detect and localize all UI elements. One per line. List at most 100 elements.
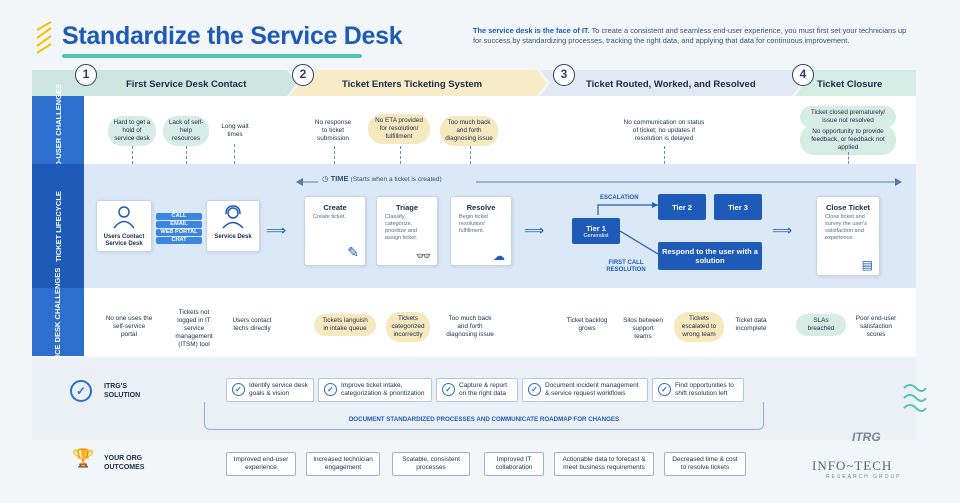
create-title: Create [323,203,347,212]
flow-arrow-icon: ⟹ [772,222,793,238]
channel-email: EMAIL [156,221,202,228]
clock-icon: ◷ [322,174,329,183]
end-user-challenge: No opportunity to provide feedback, or f… [800,125,896,155]
solution-label: ITRG'S SOLUTION [104,383,141,399]
check-icon: ✓ [528,383,541,396]
service-desk-challenge: SLAs breached [796,314,846,336]
escalation-label: ESCALATION [600,195,639,201]
tier-3-box: Tier 3 [714,194,762,220]
end-user-challenge: Long wait times [221,123,249,138]
service-desk-challenge: No one uses the self-service portal [105,315,153,338]
lane-service-desk: SERVICE DESK CHALLENGES [32,267,84,377]
service-desk-lane-bg [84,288,916,356]
outcome-item: Actionable data to forecast & meet busin… [554,452,654,476]
outcome-item: Increased technician engagement [306,452,380,476]
stage-1-title: First Service Desk Contact [126,79,247,90]
solution-item: ✓Document incident management & service … [522,378,648,402]
tier-connector [619,206,660,256]
outcome-item: Improved end-user experience [226,452,296,476]
stage-2-number: 2 [292,64,314,86]
end-user-challenge: No ETA provided for resolution/ fulfillm… [368,114,430,144]
document-pencil-icon: ✎ [347,244,359,260]
user-icon [112,205,136,234]
end-user-challenge: No communication on status of ticket; no… [623,119,705,142]
close-ticket-title: Close Ticket [825,203,871,212]
flow-arrow-icon: ⟹ [524,222,545,238]
service-desk-challenge: Too much back and forth diagnosing issue [446,315,494,338]
outcomes-label: YOUR ORG OUTCOMES [104,455,145,471]
page-title: Standardize the Service Desk [62,22,403,50]
cloud-check-icon: ☁ [493,249,505,263]
connector-line [664,146,665,164]
infotech-logo: INFO~TECH [812,458,893,473]
survey-form-icon: ▤ [861,258,873,272]
connector-line [186,146,187,164]
service-desk-challenge: Tickets not logged in IT service managem… [175,309,213,348]
service-desk-challenge: Ticket data incomplete [735,317,767,332]
close-ticket-card: Close Ticket Close ticket and survey the… [816,196,880,276]
triage-body: Classify, categorize, prioritize and ass… [385,214,418,241]
solution-banner: DOCUMENT STANDARDIZED PROCESSES AND COMM… [348,416,620,423]
solution-item: ✓Identify service desk goals & vision [226,378,314,402]
stage-1-number: 1 [75,64,97,86]
stage-3-number: 3 [553,64,575,86]
pencil-doodle-icon [34,20,54,61]
service-desk-card: Service Desk [206,200,260,252]
stage-header-band [32,70,916,96]
resolve-card: Resolve Begin ticket resolution/ fulfill… [450,196,512,266]
service-desk-challenge: Silos between support teams [623,317,663,340]
lane-ticket-lifecycle: TICKET LIFECYCLE [32,164,84,288]
solution-bracket [204,402,764,430]
intro-text: The service desk is the face of IT. To c… [473,26,907,45]
resolve-title: Resolve [466,203,496,212]
end-user-challenge: Too much back and forth diagnosing issue [440,116,498,146]
flow-arrow-icon: ⟹ [266,222,287,238]
check-icon: ✓ [658,383,671,396]
respond-box: Respond to the user with a solution [658,242,762,270]
resolve-body: Begin ticket resolution/ fulfillment. [459,214,488,234]
service-desk-challenge: Users contact techs directly [232,317,272,332]
connector-line [848,152,849,164]
lane-end-user: END-USER CHALLENGES [32,84,84,176]
glasses-icon: 👓 [416,249,431,263]
outcome-item: Decreased time & cost to resolve tickets [664,452,746,476]
first-call-resolution-label: FIRST CALL RESOLUTION [606,260,646,273]
create-body: Create ticket. [313,214,346,220]
connector-line [234,144,235,164]
time-arrow [296,174,902,186]
channel-call: CALL [156,213,202,220]
itrg-logo: ITRG [852,430,881,444]
end-user-challenge: No response to ticket submission [314,119,352,142]
infotech-subtitle: RESEARCH GROUP [826,474,902,480]
escalation-arrows [596,200,660,216]
checkmark-circle-icon: ✓ [70,380,92,402]
stage-2-title: Ticket Enters Ticketing System [342,79,483,90]
triage-title: Triage [395,203,419,212]
tier-2-box: Tier 2 [658,194,706,220]
trophy-icon: 🏆 [72,448,95,468]
solution-item: ✓Find opportunities to shift resolution … [652,378,744,402]
stage-3-title: Ticket Routed, Worked, and Resolved [586,79,756,90]
title-underline [62,54,362,58]
service-desk-challenge: Tickets escalated to wrong team [674,312,724,342]
check-icon: ✓ [324,383,337,396]
stage-4-title: Ticket Closure [817,79,883,90]
create-card: Create Create ticket. ✎ [304,196,366,266]
close-ticket-body: Close ticket and survey the user's satis… [825,214,868,241]
service-desk-challenge: Tickets categorized incorrectly [386,312,430,342]
solution-item: ✓Capture & report on the right data [436,378,518,402]
service-desk-label: Service Desk [214,234,252,240]
end-user-challenge: Lack of self-help resources [163,116,209,146]
connector-line [400,146,401,164]
wave-doodle-icon [902,378,928,423]
headset-agent-icon [221,205,245,234]
stage-4-number: 4 [792,64,814,86]
triage-card: Triage Classify, categorize, prioritize … [376,196,438,266]
users-contact-label: Users Contact Service Desk [103,234,145,247]
service-desk-challenge: Tickets languish in intake queue [314,314,376,336]
end-user-challenge: Ticket closed prematurely/ issue not res… [800,106,896,128]
users-contact-card: Users Contact Service Desk [96,200,152,252]
end-user-lane-bg [84,96,916,164]
check-icon: ✓ [442,383,455,396]
